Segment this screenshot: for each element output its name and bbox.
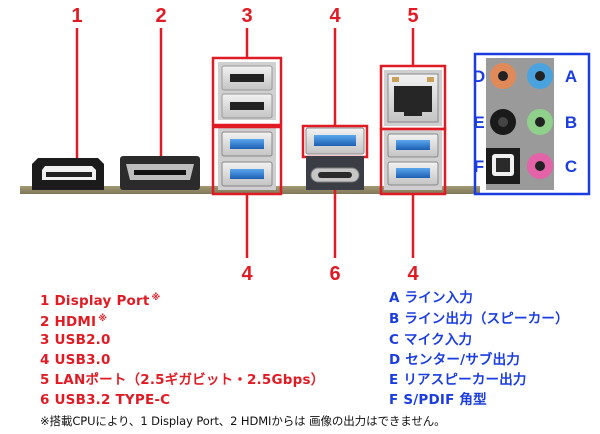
callout-number-4-bottom-right: 4	[407, 263, 419, 285]
legend-right-item-d: D センター/サブ出力	[389, 352, 521, 368]
callout-number-5: 5	[407, 5, 418, 27]
audio-jack-d	[490, 63, 516, 89]
footnote: ※搭載CPUにより、1 Display Port、2 HDMIからは 画像の出力…	[40, 414, 446, 428]
audio-letter-a: A	[565, 67, 577, 86]
usb-type-c-connector	[306, 156, 364, 190]
audio-jack-b	[527, 109, 553, 135]
callout-number-3: 3	[241, 5, 252, 27]
audio-letter-d: D	[473, 67, 485, 86]
audio-letter-b: B	[565, 113, 577, 132]
audio-jack-e	[490, 109, 516, 135]
audio-panel-border	[473, 52, 591, 196]
legend-right-item-c: C マイク入力	[389, 332, 473, 348]
legend-right-item-b: B ライン出力（スピーカー）	[389, 311, 569, 327]
rear-io-diagram: 1 2 3 4 5 4 6 4 D A E B F C	[20, 5, 591, 285]
lan-port	[384, 70, 442, 126]
legend-left-item-4: 4 USB3.0	[40, 352, 111, 368]
usb3-ports-left	[218, 128, 276, 190]
callout-number-1: 1	[71, 5, 82, 27]
audio-letter-c: C	[565, 157, 577, 176]
legend-right-item-a: A ライン入力	[389, 290, 474, 306]
usb3-port-center	[305, 127, 365, 155]
audio-letter-e: E	[473, 113, 484, 132]
audio-letter-f: F	[474, 157, 484, 176]
audio-jack-c	[527, 153, 553, 179]
legend-right-item-f: F S/PDIF 角型	[389, 392, 487, 408]
hdmi-connector	[120, 156, 200, 190]
leader-lines	[75, 28, 415, 258]
audio-jack-a	[527, 63, 553, 89]
footnote-mark: ※	[98, 314, 108, 324]
displayport-connector	[32, 158, 104, 190]
legend-left-item-2: 2 HDMI※	[40, 314, 108, 330]
legend-right-item-e: E リアスピーカー出力	[389, 372, 527, 388]
spdif-port-f	[486, 148, 520, 184]
usb2-ports	[218, 62, 276, 120]
callout-number-4-top: 4	[329, 5, 341, 27]
legend-left-item-5: 5 LANポート（2.5ギガビット・2.5Gbps）	[40, 372, 325, 388]
callout-number-4-bottom-left: 4	[241, 263, 253, 285]
legend-left-item-1: 1 Display Port※	[40, 293, 161, 309]
legend-left-item-3: 3 USB2.0	[40, 332, 111, 348]
callout-number-6: 6	[329, 263, 340, 285]
callout-number-2: 2	[155, 5, 166, 27]
footnote-mark: ※	[151, 293, 161, 303]
usb3-ports-right	[384, 130, 442, 190]
legend-left-item-6: 6 USB3.2 TYPE-C	[40, 392, 171, 408]
